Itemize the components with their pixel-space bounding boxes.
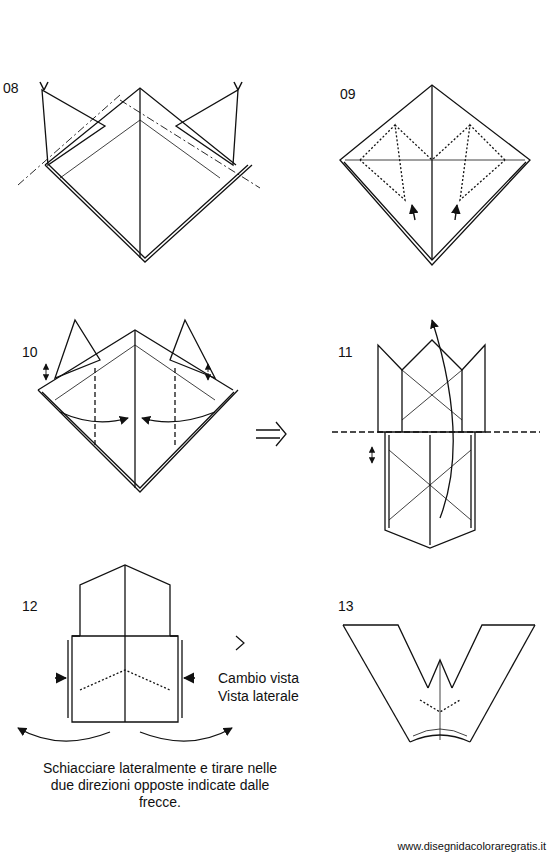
watermark: www.disegnidacoloraregratis.it bbox=[397, 838, 546, 854]
step-number: 13 bbox=[338, 598, 354, 614]
instruction-note: Schiacciare lateralmente e tirare nelle … bbox=[40, 760, 280, 811]
step-number: 09 bbox=[340, 86, 356, 102]
step-08-figure bbox=[18, 82, 260, 262]
sequence-arrow bbox=[256, 422, 286, 446]
step-10-figure bbox=[38, 320, 238, 492]
step-number: 11 bbox=[338, 344, 353, 360]
step-09-figure bbox=[340, 85, 530, 265]
step-12-figure bbox=[18, 565, 244, 741]
step-13-figure bbox=[343, 625, 535, 742]
view-note: Vista laterale bbox=[218, 688, 299, 704]
view-note: Cambio vista bbox=[218, 670, 299, 686]
step-number: 12 bbox=[22, 598, 38, 614]
step-number: 08 bbox=[3, 80, 19, 96]
step-11-figure bbox=[332, 320, 540, 548]
step-number: 10 bbox=[22, 344, 38, 360]
